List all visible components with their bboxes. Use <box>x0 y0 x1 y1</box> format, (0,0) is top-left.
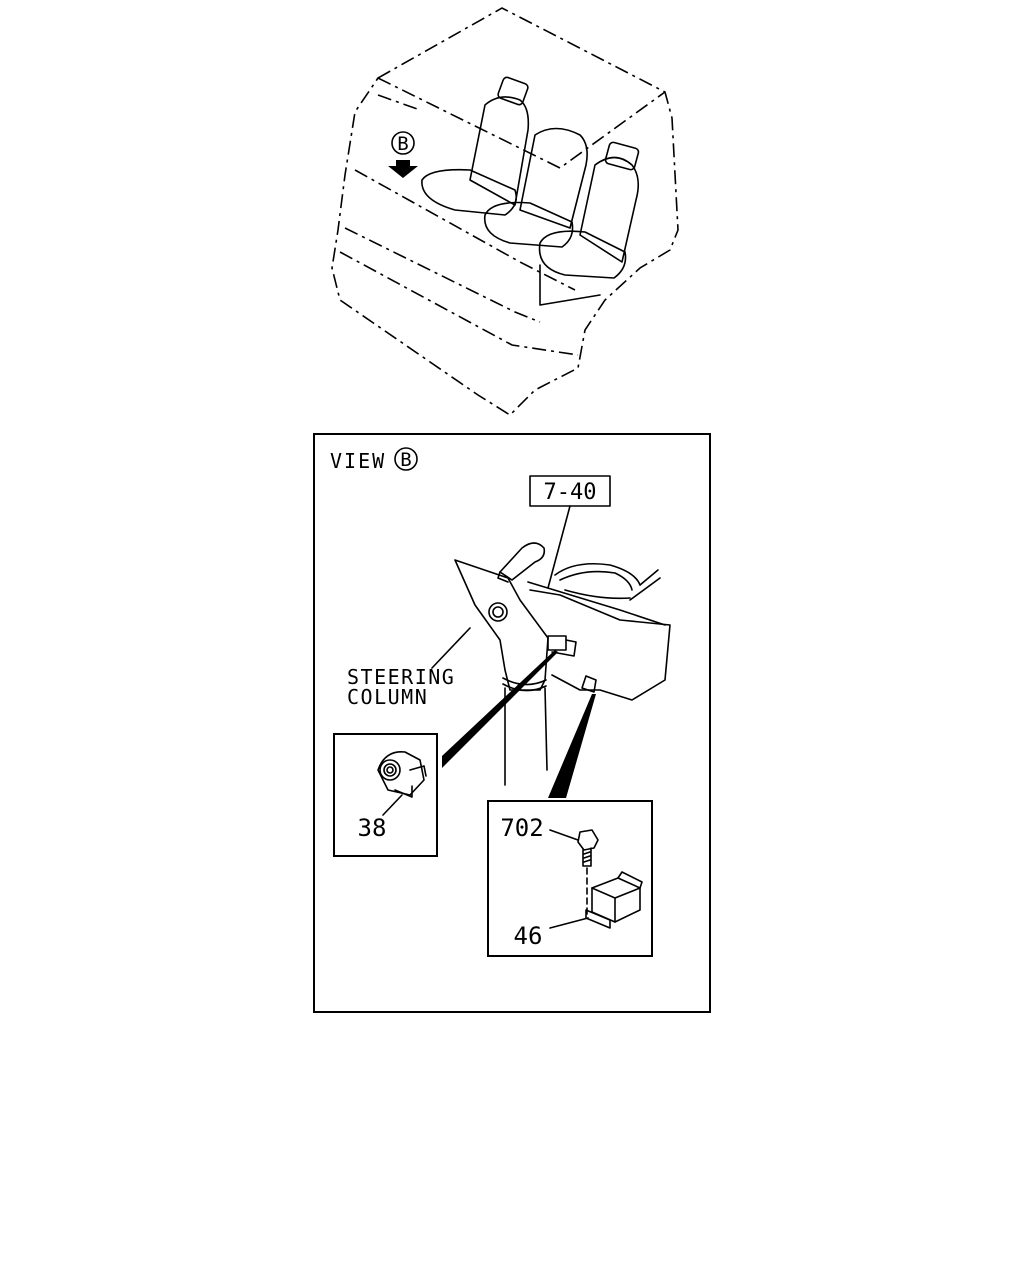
cab-bumper-line <box>339 251 579 356</box>
reference-leader <box>547 505 571 589</box>
dashboard-panel <box>529 589 671 701</box>
steering-label-line1: STEERING <box>347 665 455 689</box>
cab-lower-line <box>344 227 541 323</box>
steering-label-leader <box>431 627 471 669</box>
callout-sensor: 38 <box>358 814 387 842</box>
seat-passenger <box>538 141 640 279</box>
ignition-hole <box>488 602 508 622</box>
sensor-location <box>547 635 567 651</box>
cab-roof-edge <box>377 77 666 169</box>
cab-dash-line <box>354 169 576 291</box>
relay-illustration <box>585 871 643 929</box>
view-b-header: VIEW B <box>330 447 418 473</box>
wiper-lever <box>499 542 546 581</box>
steering-label-line2: COLUMN <box>347 685 428 709</box>
sensor-part-illustration <box>377 751 427 798</box>
view-b-frame <box>313 433 711 1013</box>
relay-pointer <box>548 694 596 798</box>
seat-driver <box>421 76 530 216</box>
relay-leader <box>549 917 589 929</box>
sensor-inset-frame <box>333 733 438 857</box>
steering-column-illustration <box>454 542 671 786</box>
cab-door-line <box>539 264 601 306</box>
view-b-marker-letter: B <box>397 133 408 155</box>
reference-box: 7-40 <box>529 475 611 589</box>
callout-relay: 46 <box>514 922 543 950</box>
view-b-marker: B <box>388 131 418 178</box>
cab-outline <box>331 7 679 417</box>
relay-bracket <box>581 675 597 693</box>
cab-window-line <box>377 94 421 111</box>
view-b-arrow <box>388 160 418 178</box>
relay-inset-frame <box>487 800 653 957</box>
sensor-pointer <box>442 650 558 768</box>
callout-bolt: 702 <box>500 814 543 842</box>
reference-label: 7-40 <box>544 480 597 505</box>
sensor-leader <box>382 794 403 816</box>
column-cover <box>454 559 549 691</box>
bolt-leader <box>549 829 579 841</box>
cab-overview: B <box>331 7 679 417</box>
view-label-marker: B <box>400 449 411 471</box>
bolt-illustration <box>577 829 599 916</box>
seat-middle <box>483 127 588 248</box>
view-label: VIEW <box>330 449 386 473</box>
